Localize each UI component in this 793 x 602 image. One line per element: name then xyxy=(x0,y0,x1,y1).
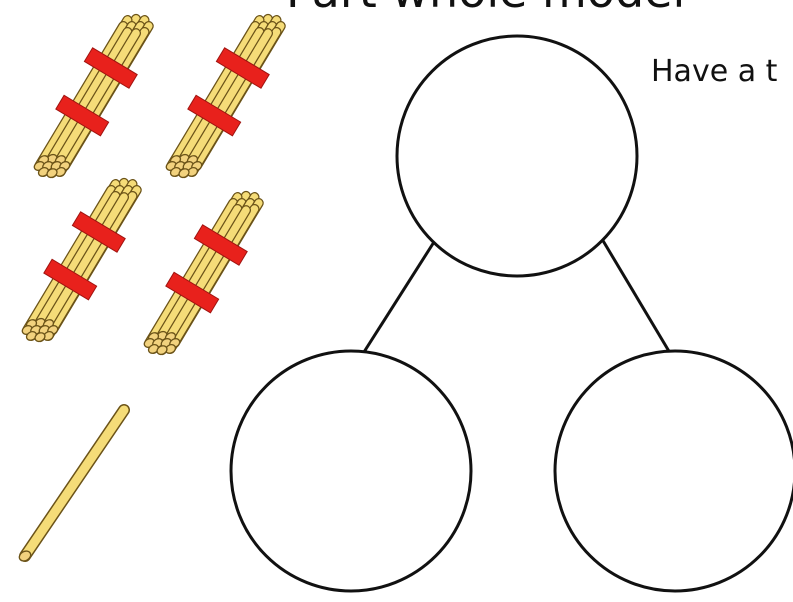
single-straw-art xyxy=(18,410,124,563)
